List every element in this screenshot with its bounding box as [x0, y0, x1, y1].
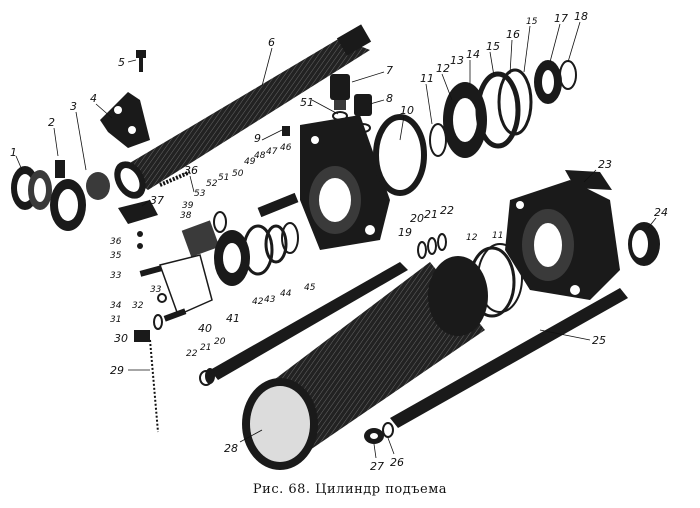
callout-51b: 51	[300, 96, 314, 109]
callout-24: 24	[654, 206, 668, 219]
callout-45: 45	[304, 283, 316, 293]
callout-35: 35	[110, 251, 122, 261]
part-small-left	[118, 170, 191, 249]
callout-36b: 36	[184, 164, 198, 177]
callout-19: 19	[398, 226, 412, 239]
callout-15a: 15	[486, 40, 500, 53]
callout-11: 11	[420, 72, 434, 85]
callout-12-lower: 12	[466, 233, 478, 243]
callout-31: 31	[110, 315, 121, 325]
callout-33a: 33	[110, 271, 122, 281]
callout-4: 4	[90, 92, 97, 105]
figure-caption: Рис. 68. Цилиндр подъема	[252, 482, 448, 497]
part-rod-eye-left	[11, 160, 110, 231]
callout-23: 23	[598, 158, 612, 171]
part-bolt-5	[136, 50, 146, 72]
callout-33b: 33	[150, 285, 162, 295]
exploded-view-drawing: 1 2 3 4 5 6 7 8 9 10 11 12 13 14 15 15 1…	[10, 10, 668, 473]
callout-46: 46	[280, 143, 292, 153]
callout-39: 39	[182, 201, 194, 211]
callout-6: 6	[268, 36, 275, 49]
callout-18: 18	[574, 10, 588, 23]
callout-28: 28	[224, 442, 238, 455]
callout-12: 12	[436, 62, 450, 75]
part-seal-rings-upper	[373, 60, 577, 196]
part-bracket	[100, 92, 150, 148]
callout-14: 14	[466, 48, 480, 61]
callout-3: 3	[70, 100, 77, 113]
part-chain	[149, 339, 159, 433]
callout-17: 17	[554, 12, 568, 25]
callout-44: 44	[280, 289, 292, 299]
callout-1: 1	[10, 146, 17, 159]
part-large-cylinder	[242, 256, 488, 470]
callout-37: 37	[150, 194, 164, 207]
callout-52: 52	[206, 179, 218, 189]
callout-5: 5	[118, 56, 125, 69]
callout-42: 42	[252, 297, 264, 307]
callout-26: 26	[390, 456, 404, 469]
callout-40: 40	[198, 322, 212, 335]
callout-16: 16	[506, 28, 520, 41]
callout-13: 13	[450, 54, 464, 67]
callout-22: 22	[440, 204, 454, 217]
part-nut-washer	[364, 422, 394, 444]
callout-11-lower: 11	[492, 231, 503, 241]
callout-25: 25	[592, 334, 606, 347]
callout-53: 53	[194, 189, 206, 199]
part-tube-upper	[114, 24, 372, 199]
callout-43: 43	[264, 295, 276, 305]
callout-8: 8	[386, 92, 393, 105]
callout-9: 9	[254, 132, 261, 145]
callout-34: 34	[110, 301, 122, 311]
part-bushing	[628, 222, 660, 266]
callout-21: 21	[424, 208, 438, 221]
callout-27: 27	[370, 460, 384, 473]
part-small-lower	[199, 370, 213, 386]
callout-10: 10	[400, 104, 414, 117]
callout-29: 29	[110, 364, 124, 377]
callout-15b: 15	[526, 17, 538, 27]
callout-41: 41	[226, 312, 240, 325]
callout-20-lower: 20	[214, 337, 226, 347]
part-rear-head	[505, 170, 620, 300]
callout-21-lower: 21	[200, 343, 211, 353]
callout-47: 47	[266, 147, 278, 157]
callout-7: 7	[386, 64, 393, 77]
callout-20: 20	[410, 212, 424, 225]
leader-lines	[15, 21, 657, 459]
callout-32: 32	[132, 301, 144, 311]
callout-38: 38	[180, 211, 192, 221]
callout-48: 48	[254, 151, 266, 161]
callout-36a: 36	[110, 237, 122, 247]
callout-49: 49	[244, 157, 256, 167]
part-seal-rings-left	[159, 192, 299, 317]
callout-30: 30	[114, 332, 128, 345]
callout-2: 2	[48, 116, 55, 129]
callout-labels: 1 2 3 4 5 6 7 8 9 10 11 12 13 14 15 15 1…	[10, 10, 668, 473]
callout-51a: 51	[218, 173, 229, 183]
callout-22-lower: 22	[186, 349, 198, 359]
callout-50: 50	[232, 169, 244, 179]
part-fasteners	[134, 265, 187, 342]
part-long-rod	[390, 288, 628, 428]
part-cylinder-head	[282, 115, 390, 250]
